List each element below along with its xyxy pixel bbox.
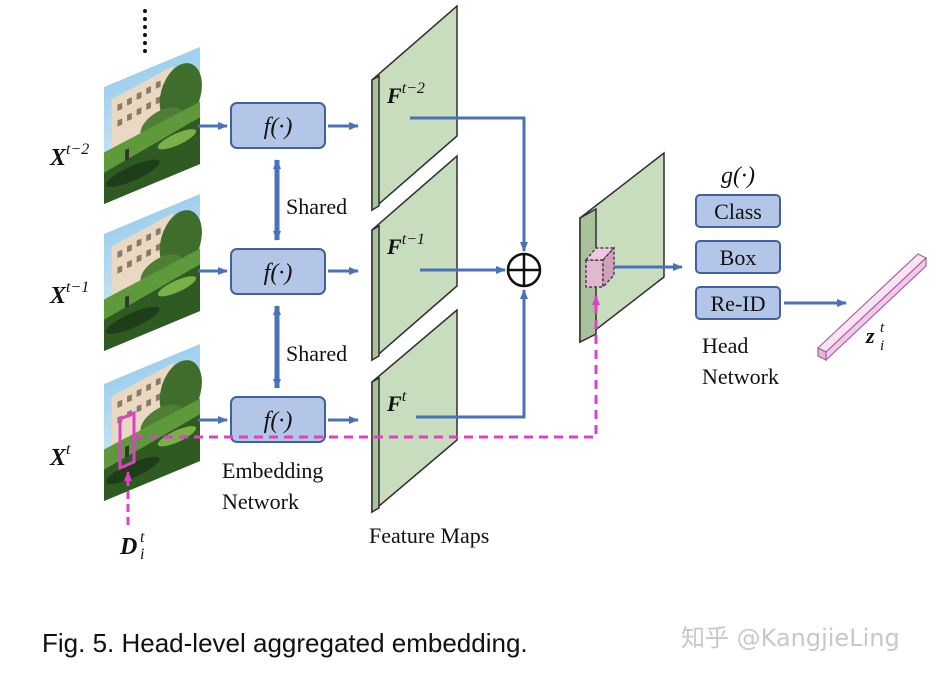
detection-box	[118, 410, 136, 471]
frame-label-t: Xt	[49, 441, 71, 471]
feature-map-t-minus-2	[371, 4, 458, 212]
shared-label-upper: Shared	[286, 194, 347, 219]
svg-text:Re-ID: Re-ID	[711, 291, 766, 316]
svg-text:f(·): f(·)	[264, 408, 293, 434]
head-box-reid: Re-ID	[695, 286, 781, 320]
svg-text:Class: Class	[714, 199, 762, 224]
frame-label-t-minus-2: Xt−2	[49, 141, 89, 171]
feature-label-t-minus-1: Ft−1	[386, 231, 425, 259]
aggregated-feature-map	[579, 151, 665, 344]
output-embedding-vector	[816, 253, 928, 362]
roi-feature-cube	[584, 246, 616, 289]
shared-label-lower: Shared	[286, 341, 347, 366]
head-box-box: Box	[695, 240, 781, 274]
head-network-label: Head Network	[702, 333, 779, 389]
watermark: 知乎 @KangjieLing	[681, 624, 900, 652]
aggregate-arrow-from-t	[416, 289, 528, 419]
aggregation-sum-node	[506, 252, 542, 288]
frame-label-t-minus-1: Xt−1	[49, 279, 89, 309]
aggregate-arrow-from-t-minus-2	[410, 116, 528, 252]
more-frames-ellipsis	[143, 9, 147, 53]
feature-map-t-minus-1	[371, 154, 458, 362]
feature-maps-label: Feature Maps	[369, 523, 489, 548]
feature-label-t-minus-2: Ft−2	[386, 80, 425, 108]
head-fn-label: g(·)	[721, 163, 755, 189]
feature-map-t	[371, 308, 458, 514]
embedding-box-t-minus-2: f(·)	[230, 102, 326, 149]
embedding-network-label: Embedding Network	[222, 458, 329, 514]
frame-image-t-minus-2	[104, 46, 202, 205]
head-box-class: Class	[695, 194, 781, 228]
embedding-box-t-minus-1: f(·)	[230, 248, 326, 295]
figure-caption: Fig. 5. Head-level aggregated embedding.	[42, 628, 528, 658]
svg-text:f(·): f(·)	[264, 260, 293, 286]
detection-roi-path	[134, 295, 600, 439]
feature-label-t: Ft	[386, 388, 407, 416]
svg-text:f(·): f(·)	[264, 114, 293, 140]
frame-image-t-minus-1	[104, 193, 202, 351]
svg-text:Box: Box	[720, 245, 757, 270]
embedding-box-t: f(·)	[230, 396, 326, 443]
